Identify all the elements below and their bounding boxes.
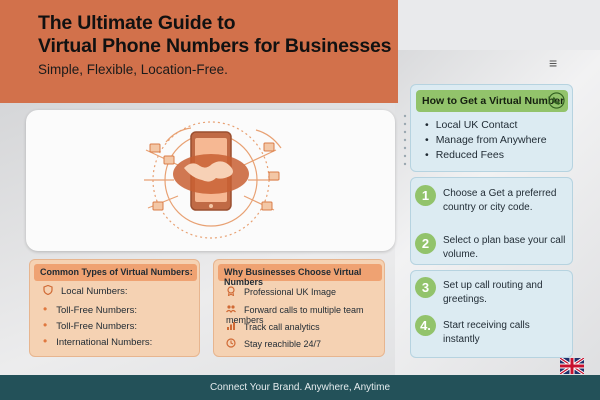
step-text: Set up call routing and greetings. bbox=[443, 280, 543, 305]
page-subtitle: Simple, Flexible, Location-Free. bbox=[38, 62, 228, 77]
types-panel: Common Types of Virtual Numbers: Local N… bbox=[29, 259, 200, 357]
hero-illustration-card bbox=[26, 110, 395, 251]
list-item: Reduced Fees bbox=[425, 148, 547, 163]
hero-banner: The Ultimate Guide to Virtual Phone Numb… bbox=[0, 0, 398, 103]
how-to-get-panel: How to Get a Virtual Number Local UK Con… bbox=[410, 84, 573, 172]
bar-chart-icon bbox=[227, 322, 235, 330]
step-number-badge: 4. bbox=[415, 315, 436, 336]
certificate-icon bbox=[227, 286, 235, 296]
list-item: Manage from Anywhere bbox=[425, 133, 547, 148]
footer-tagline: Connect Your Brand. Anywhere, Anytime bbox=[209, 382, 391, 393]
list-item: Forward calls to multiple team members bbox=[226, 305, 364, 325]
step-text: Select o plan base your call volume. bbox=[443, 235, 566, 260]
bullet-icon: • bbox=[43, 302, 48, 316]
how-to-get-list: Local UK Contact Manage from Anywhere Re… bbox=[425, 118, 547, 163]
list-item: •International Numbers: bbox=[43, 334, 153, 348]
why-panel: Why Businesses Choose Virtual Numbers Pr… bbox=[213, 259, 385, 357]
menu-icon[interactable]: ≡ bbox=[549, 55, 558, 71]
step-text: Choose a Get a preferred country or city… bbox=[443, 188, 557, 213]
clock-icon bbox=[226, 338, 236, 348]
list-item: Local Numbers: bbox=[43, 285, 128, 297]
steps-panel-1: 1 Choose a Get a preferred country or ci… bbox=[410, 177, 573, 265]
why-header: Why Businesses Choose Virtual Numbers bbox=[218, 264, 382, 287]
step-number-badge: 3 bbox=[415, 277, 436, 298]
dotted-connector bbox=[403, 114, 407, 166]
footer-bar: Connect Your Brand. Anywhere, Anytime bbox=[0, 375, 600, 400]
bullet-icon: • bbox=[43, 334, 48, 348]
list-item: •Toll-Free Numbers: bbox=[43, 302, 137, 316]
list-item: Stay reachible 24/7 bbox=[226, 338, 321, 349]
smartphone-world-map-icon bbox=[144, 121, 282, 239]
list-item: Track call analytics bbox=[226, 321, 320, 332]
how-to-get-header: How to Get a Virtual Number bbox=[416, 90, 568, 112]
bullet-icon: • bbox=[43, 318, 48, 332]
types-header: Common Types of Virtual Numbers: bbox=[34, 264, 197, 281]
step-number-badge: 1 bbox=[415, 185, 436, 206]
people-forward-icon bbox=[226, 305, 236, 314]
steps-panel-2: 3 Set up call routing and greetings. 4. … bbox=[410, 270, 573, 358]
step-text: Start receiving calls instantly bbox=[443, 320, 530, 345]
shield-icon bbox=[43, 285, 53, 295]
uk-flag-icon bbox=[560, 358, 584, 374]
phone-icon bbox=[548, 92, 565, 109]
page-title: The Ultimate Guide to Virtual Phone Numb… bbox=[38, 12, 392, 57]
list-item: Local UK Contact bbox=[425, 118, 547, 133]
list-item: Professional UK Image bbox=[226, 286, 336, 297]
step-number-badge: 2 bbox=[415, 233, 436, 254]
list-item: •Toll-Free Numbers: bbox=[43, 318, 137, 332]
